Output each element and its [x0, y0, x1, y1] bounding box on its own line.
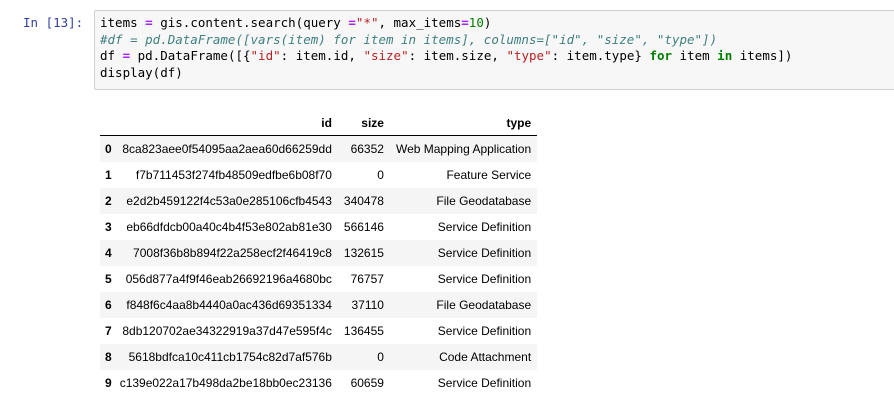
table-row: 8 5618bdfca10c411cb1754c82d7af576b 0 Code A…: [100, 344, 538, 370]
column-header-id: id: [115, 110, 338, 136]
cell-id: 7008f36b8b894f22a258ecf2f46419c8: [133, 246, 332, 260]
cell-size: 66352: [350, 142, 384, 156]
column-header-type: type: [389, 110, 538, 136]
code-token: =: [122, 48, 131, 63]
row-index: 7: [105, 324, 112, 338]
code-token: : item.id,: [280, 48, 364, 63]
code-token: for: [649, 48, 673, 63]
table-row: 3 eb66dfdcb00a40c4b4f53e802ab81e30 566146 S…: [100, 214, 538, 240]
cell-size: 76757: [350, 272, 384, 286]
table-row: 0 8ca823aee0f54095aa2aea60d66259dd 66352 We…: [100, 135, 538, 162]
code-token: pd.DataFrame([{: [130, 48, 251, 63]
cell-type: Feature Service: [446, 168, 532, 182]
row-index: 4: [105, 246, 112, 260]
table-header-row: id size type: [100, 110, 538, 136]
code-token: "*": [355, 15, 379, 30]
cell-output: id size type 0 8ca823aee0f54095aa2aea60d6…: [100, 110, 538, 396]
cell-id: 056d877a4f9f46eab26692196a4680bc: [125, 272, 332, 286]
code-token: df: [100, 48, 123, 63]
table-row: 5 056d877a4f9f46eab26692196a4680bc 76757 Se…: [100, 266, 538, 292]
code-token: #df = pd.DataFrame([vars(item) for item …: [100, 31, 718, 47]
column-header-size: size: [337, 110, 390, 136]
code-text[interactable]: items = gis.content.search(query ="*", m…: [95, 11, 894, 81]
row-index: 1: [105, 168, 112, 182]
cell-type: Web Mapping Application: [395, 142, 532, 156]
code-token: item: [672, 48, 718, 63]
cell-size: 566146: [343, 220, 384, 234]
table-row: 6 f848f6c4aa8b4440a0ac436d69351334 37110 Fi…: [100, 292, 538, 318]
row-index: 3: [105, 220, 112, 234]
row-index: 6: [105, 298, 112, 312]
code-token: "size": [363, 48, 409, 63]
row-index: 0: [105, 142, 112, 156]
code-token: 10: [468, 15, 484, 30]
code-token: , max_items: [378, 15, 462, 30]
input-prompt: In [13]:: [23, 15, 84, 30]
code-token: "type": [506, 48, 552, 63]
code-line: items = gis.content.search(query ="*", m…: [100, 15, 491, 30]
cell-id: f848f6c4aa8b4440a0ac436d69351334: [126, 298, 332, 312]
cell-size: 132615: [343, 246, 384, 260]
row-index: 8: [105, 350, 112, 364]
cell-size: 0: [377, 350, 384, 364]
cell-size: 0: [377, 168, 384, 182]
code-token: "id": [250, 48, 281, 63]
table-row: 4 7008f36b8b894f22a258ecf2f46419c8 132615 S…: [100, 240, 538, 266]
table-row: 1 f7b711453f274fb48509edfbe6b08f70 0 Featur…: [100, 162, 538, 188]
cell-size: 340478: [343, 194, 384, 208]
cell-type: File Geodatabase: [436, 298, 532, 312]
table-row: 2 e2d2b459122f4c53a0e285106cfb4543 340478 F…: [100, 188, 538, 214]
code-line: df = pd.DataFrame([{"id": item.id, "size…: [100, 48, 792, 63]
code-token: ): [483, 15, 492, 30]
code-token: display(df): [100, 64, 183, 80]
cell-type: Service Definition: [437, 376, 532, 390]
cell-type: Code Attachment: [439, 350, 532, 364]
code-token: : item.type}: [551, 48, 650, 63]
dataframe-table: id size type 0 8ca823aee0f54095aa2aea60d6…: [100, 110, 538, 396]
cell-type: Service Definition: [437, 324, 532, 338]
code-token: gis.content.search(query: [152, 15, 349, 30]
code-token: =: [348, 15, 356, 30]
cell-type: Service Definition: [437, 246, 532, 260]
table-row: 7 8db120702ae34322919a37d47e595f4c 136455 S…: [100, 318, 538, 344]
code-line: #df = pd.DataFrame([vars(item) for item …: [100, 32, 717, 47]
code-token: =: [145, 15, 153, 30]
cell-id: 5618bdfca10c411cb1754c82d7af576b: [128, 350, 332, 364]
code-token: in: [717, 48, 733, 63]
cell-id: c139e022a17b498da2be18bb0ec23136: [119, 376, 332, 390]
code-line: display(df): [100, 65, 183, 80]
code-token: : item.size,: [408, 48, 507, 63]
row-index: 2: [105, 194, 112, 208]
code-editor[interactable]: items = gis.content.search(query ="*", m…: [94, 10, 894, 90]
cell-id: e2d2b459122f4c53a0e285106cfb4543: [126, 194, 332, 208]
index-header: [100, 110, 116, 136]
cell-size: 60659: [350, 376, 384, 390]
cell-id: 8db120702ae34322919a37d47e595f4c: [122, 324, 332, 338]
code-token: items]): [732, 48, 793, 63]
cell-size: 37110: [351, 298, 384, 312]
cell-size: 136455: [343, 324, 384, 338]
cell-type: Service Definition: [437, 220, 532, 234]
cell-id: eb66dfdcb00a40c4b4f53e802ab81e30: [126, 220, 332, 234]
row-index: 9: [105, 376, 112, 390]
cell-type: Service Definition: [437, 272, 532, 286]
cell-type: File Geodatabase: [436, 194, 532, 208]
code-token: =: [461, 15, 469, 30]
row-index: 5: [105, 272, 112, 286]
code-token: items: [100, 15, 146, 30]
cell-id: 8ca823aee0f54095aa2aea60d66259dd: [122, 142, 332, 156]
cell-id: f7b711453f274fb48509edfbe6b08f70: [135, 168, 332, 182]
table-row: 9 c139e022a17b498da2be18bb0ec23136 60659 Se…: [100, 370, 538, 396]
